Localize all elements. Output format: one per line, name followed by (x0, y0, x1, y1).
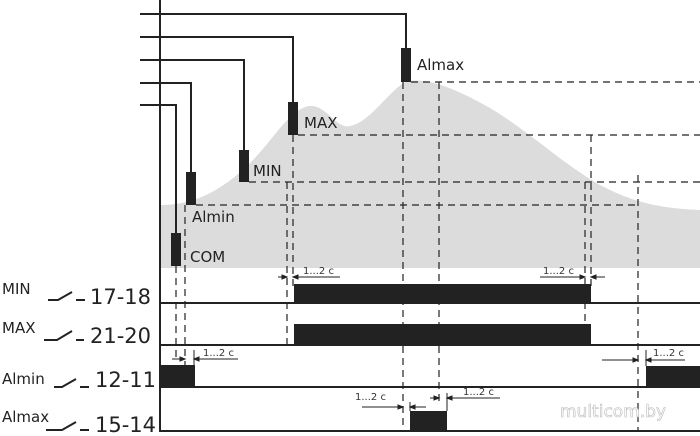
delay-label: 1...2 c (303, 266, 334, 277)
row-name: Almax (2, 408, 49, 426)
min-relay-on-bar (294, 284, 591, 303)
label-com: COM (190, 248, 225, 266)
row-name: Almin (2, 370, 45, 388)
electrode-max (288, 102, 298, 135)
row-contacts: 12-11 (95, 368, 156, 392)
row-contacts: 21-20 (90, 324, 151, 348)
contact-symbol-icon (44, 330, 84, 341)
electrode-min (239, 150, 249, 182)
electrode-almin (186, 172, 196, 205)
watermark: multicom.by (560, 402, 666, 422)
label-max: MAX (304, 114, 337, 132)
delay-label: 1...2 c (203, 348, 234, 359)
row-name: MAX (2, 319, 35, 337)
row-name: MIN (2, 280, 31, 298)
row-min: MIN 17-18 (2, 280, 151, 309)
label-min: MIN (253, 162, 282, 180)
contact-symbol-icon (46, 421, 89, 431)
max-relay-on-bar (294, 324, 591, 345)
delay-label: 1...2 c (355, 392, 386, 403)
row-contacts: 15-14 (95, 413, 156, 436)
dashed-guides (175, 81, 700, 432)
delay-arrows (172, 274, 685, 411)
contact-symbol-icon (54, 378, 89, 388)
row-almin: Almin 12-11 (2, 368, 156, 392)
almax-relay-on-bar (410, 411, 447, 431)
delay-label: 1...2 c (543, 266, 574, 277)
electrodes (171, 48, 411, 266)
contact-symbol-icon (48, 291, 85, 301)
almin-relay-on-bar (160, 365, 195, 387)
row-contacts: 17-18 (90, 285, 151, 309)
label-almax: Almax (417, 56, 464, 74)
label-almin: Almin (192, 208, 235, 226)
row-almax: Almax 15-14 (2, 408, 156, 436)
delay-label: 1...2 c (463, 387, 494, 398)
sensor-leads (140, 13, 407, 233)
almin-relay-on-bar (646, 366, 700, 387)
delay-label: 1...2 c (653, 348, 684, 359)
electrode-com (171, 233, 181, 266)
row-max: MAX 21-20 (2, 319, 151, 348)
electrode-almax (401, 48, 411, 82)
